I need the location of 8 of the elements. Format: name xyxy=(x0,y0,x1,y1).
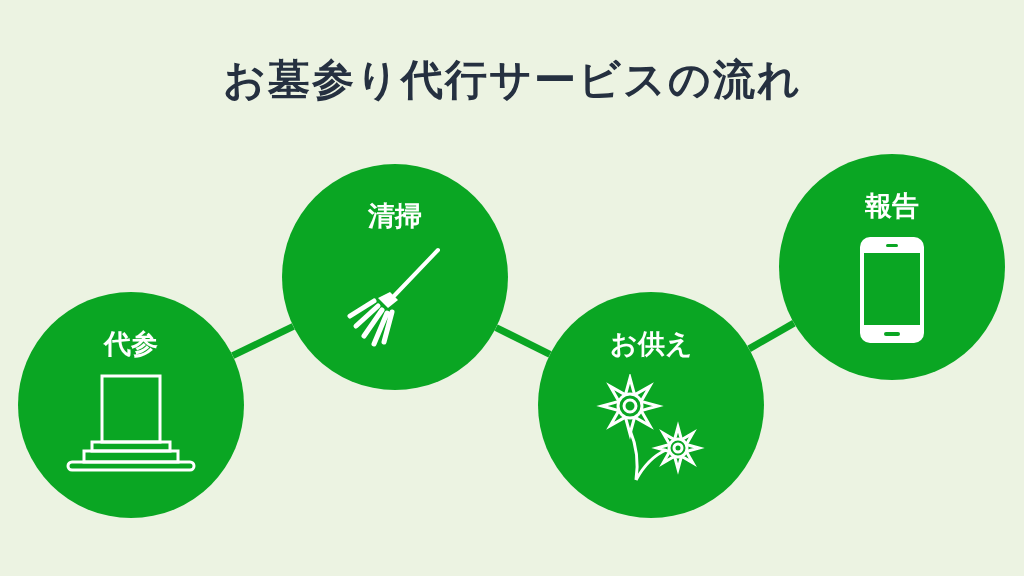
connector-line xyxy=(494,324,552,358)
step-label: 代参 xyxy=(104,327,158,361)
connector-line xyxy=(231,323,295,359)
step-label: 報告 xyxy=(865,189,919,223)
step-label: お供え xyxy=(609,327,693,361)
title: お墓参り代行サービスの流れ xyxy=(222,54,802,106)
step-label: 清掃 xyxy=(368,199,422,233)
connector-line xyxy=(747,320,796,352)
